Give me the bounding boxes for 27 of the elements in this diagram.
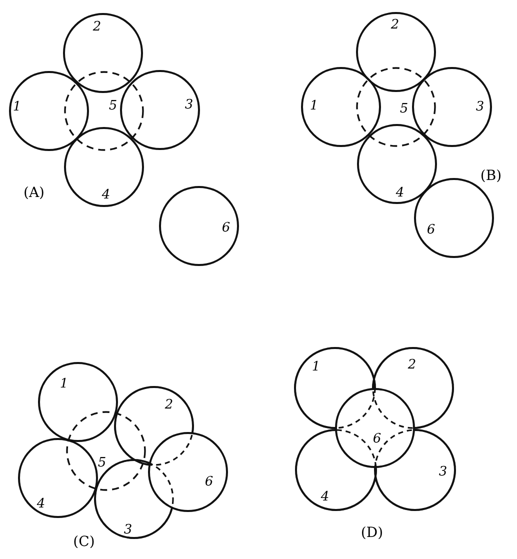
circle-number: 1 (12, 100, 22, 114)
circle-number: 6 (204, 476, 214, 488)
circle-number: 1 (312, 360, 320, 374)
circle-number: 5 (108, 100, 118, 112)
circle-number: 6 (222, 222, 230, 234)
circle-number: 6 (372, 432, 382, 446)
circle-number: 3 (476, 100, 484, 114)
circle-number: 1 (310, 100, 318, 112)
circle-number: 4 (320, 490, 330, 504)
circle-number: 2 (92, 20, 102, 34)
circle-number: 3 (438, 466, 448, 478)
circle-number: 3 (184, 98, 194, 112)
panel-label: (C) (73, 535, 95, 549)
panel-label: (B) (480, 169, 502, 183)
panel-label: (A) (23, 186, 45, 200)
circle-number: 2 (164, 398, 174, 412)
circle-number: 3 (124, 524, 132, 536)
circle-number: 1 (60, 378, 68, 390)
circle-number: 4 (36, 498, 46, 510)
circle-number: 6 (426, 224, 436, 236)
circle-number: 4 (396, 186, 404, 200)
circle-number: 5 (400, 102, 408, 116)
panel-label: (D) (360, 526, 384, 540)
circle-number: 5 (98, 456, 106, 470)
circle-number: 4 (102, 188, 110, 202)
circle-number: 2 (408, 358, 416, 372)
circle-number: 2 (390, 18, 400, 32)
